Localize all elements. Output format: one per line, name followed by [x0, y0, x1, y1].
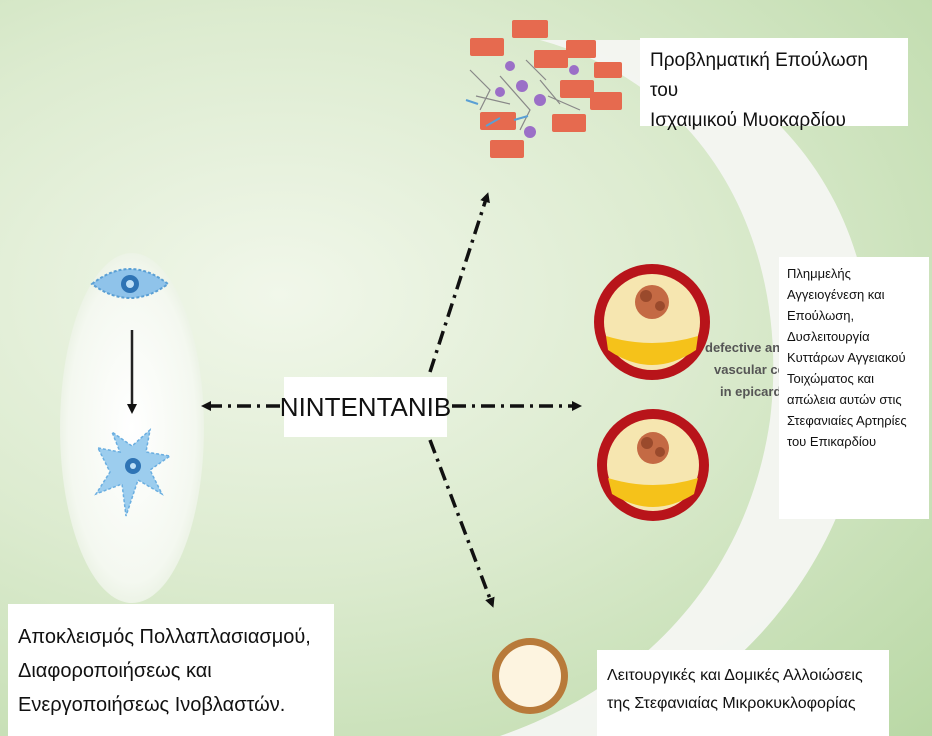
background-label-line1: defective an [705, 340, 781, 355]
vascular-dysfunction-line8: Στεφανιαίες Αρτηρίες [787, 413, 907, 428]
fibroblast-blockade-box: Αποκλεισμός Πολλαπλασιασμού, Διαφοροποιή… [8, 604, 334, 736]
arrow-to-top [428, 192, 490, 373]
vascular-dysfunction-line5: Κυττάρων Αγγειακού [787, 350, 906, 365]
vessel-upper-icon [594, 264, 710, 380]
arrow-to-bottom [428, 439, 495, 608]
vascular-dysfunction-box: Πλημμελής Αγγειογένεση και Επούλωση, Δυσ… [779, 257, 929, 519]
microcirculation-changes-line1: Λειτουργικές και Δομικές Αλλοιώσεις [607, 667, 863, 684]
crescent-arc [500, 40, 871, 736]
ischemic-myocardium-cells [465, 20, 622, 158]
microcirculation-changes-line2: της Στεφανιαίας Μικροκυκλοφορίας [607, 695, 856, 712]
background-label-line3: in epicard [720, 384, 782, 399]
vascular-dysfunction-line3: Επούλωση, [787, 308, 855, 323]
resting-fibroblast-icon [90, 268, 170, 299]
vascular-dysfunction-line1: Πλημμελής [787, 266, 851, 281]
vascular-dysfunction-line6: Τοιχώματος και [787, 371, 875, 386]
fibroblast-blockade-line1: Αποκλεισμός Πολλαπλασιασμού, [18, 626, 311, 648]
nintentanib-label: NINTENTANIB [280, 377, 451, 437]
fibroblast-blockade-line2: Διαφοροποιήσεως και [18, 660, 212, 682]
microvessel-icon [492, 638, 568, 714]
fibroblast-oval [60, 253, 204, 603]
problematic-healing-line1: Προβληματική Επούλωση του [650, 50, 868, 101]
fibroblast-blockade-line3: Ενεργοποιήσεως Ινοβλαστών. [18, 694, 286, 716]
vascular-dysfunction-line2: Αγγειογένεση και [787, 287, 885, 302]
problematic-healing-line2: Ισχαιμικού Μυοκαρδίου [650, 110, 846, 131]
vascular-dysfunction-line7: απώλεια αυτών στις [787, 392, 902, 407]
vessel-lower-icon [597, 409, 709, 521]
problematic-healing-box: Προβληματική Επούλωση του Ισχαιμικού Μυο… [640, 38, 908, 131]
vascular-dysfunction-line9: του Επικαρδίου [787, 434, 877, 449]
activated-fibroblast-icon [94, 427, 172, 517]
background-label-line2: vascular ce [714, 362, 785, 377]
vascular-dysfunction-line4: Δυσλειτουργία [787, 329, 870, 344]
microcirculation-changes-box: Λειτουργικές και Δομικές Αλλοιώσεις της … [597, 650, 889, 736]
